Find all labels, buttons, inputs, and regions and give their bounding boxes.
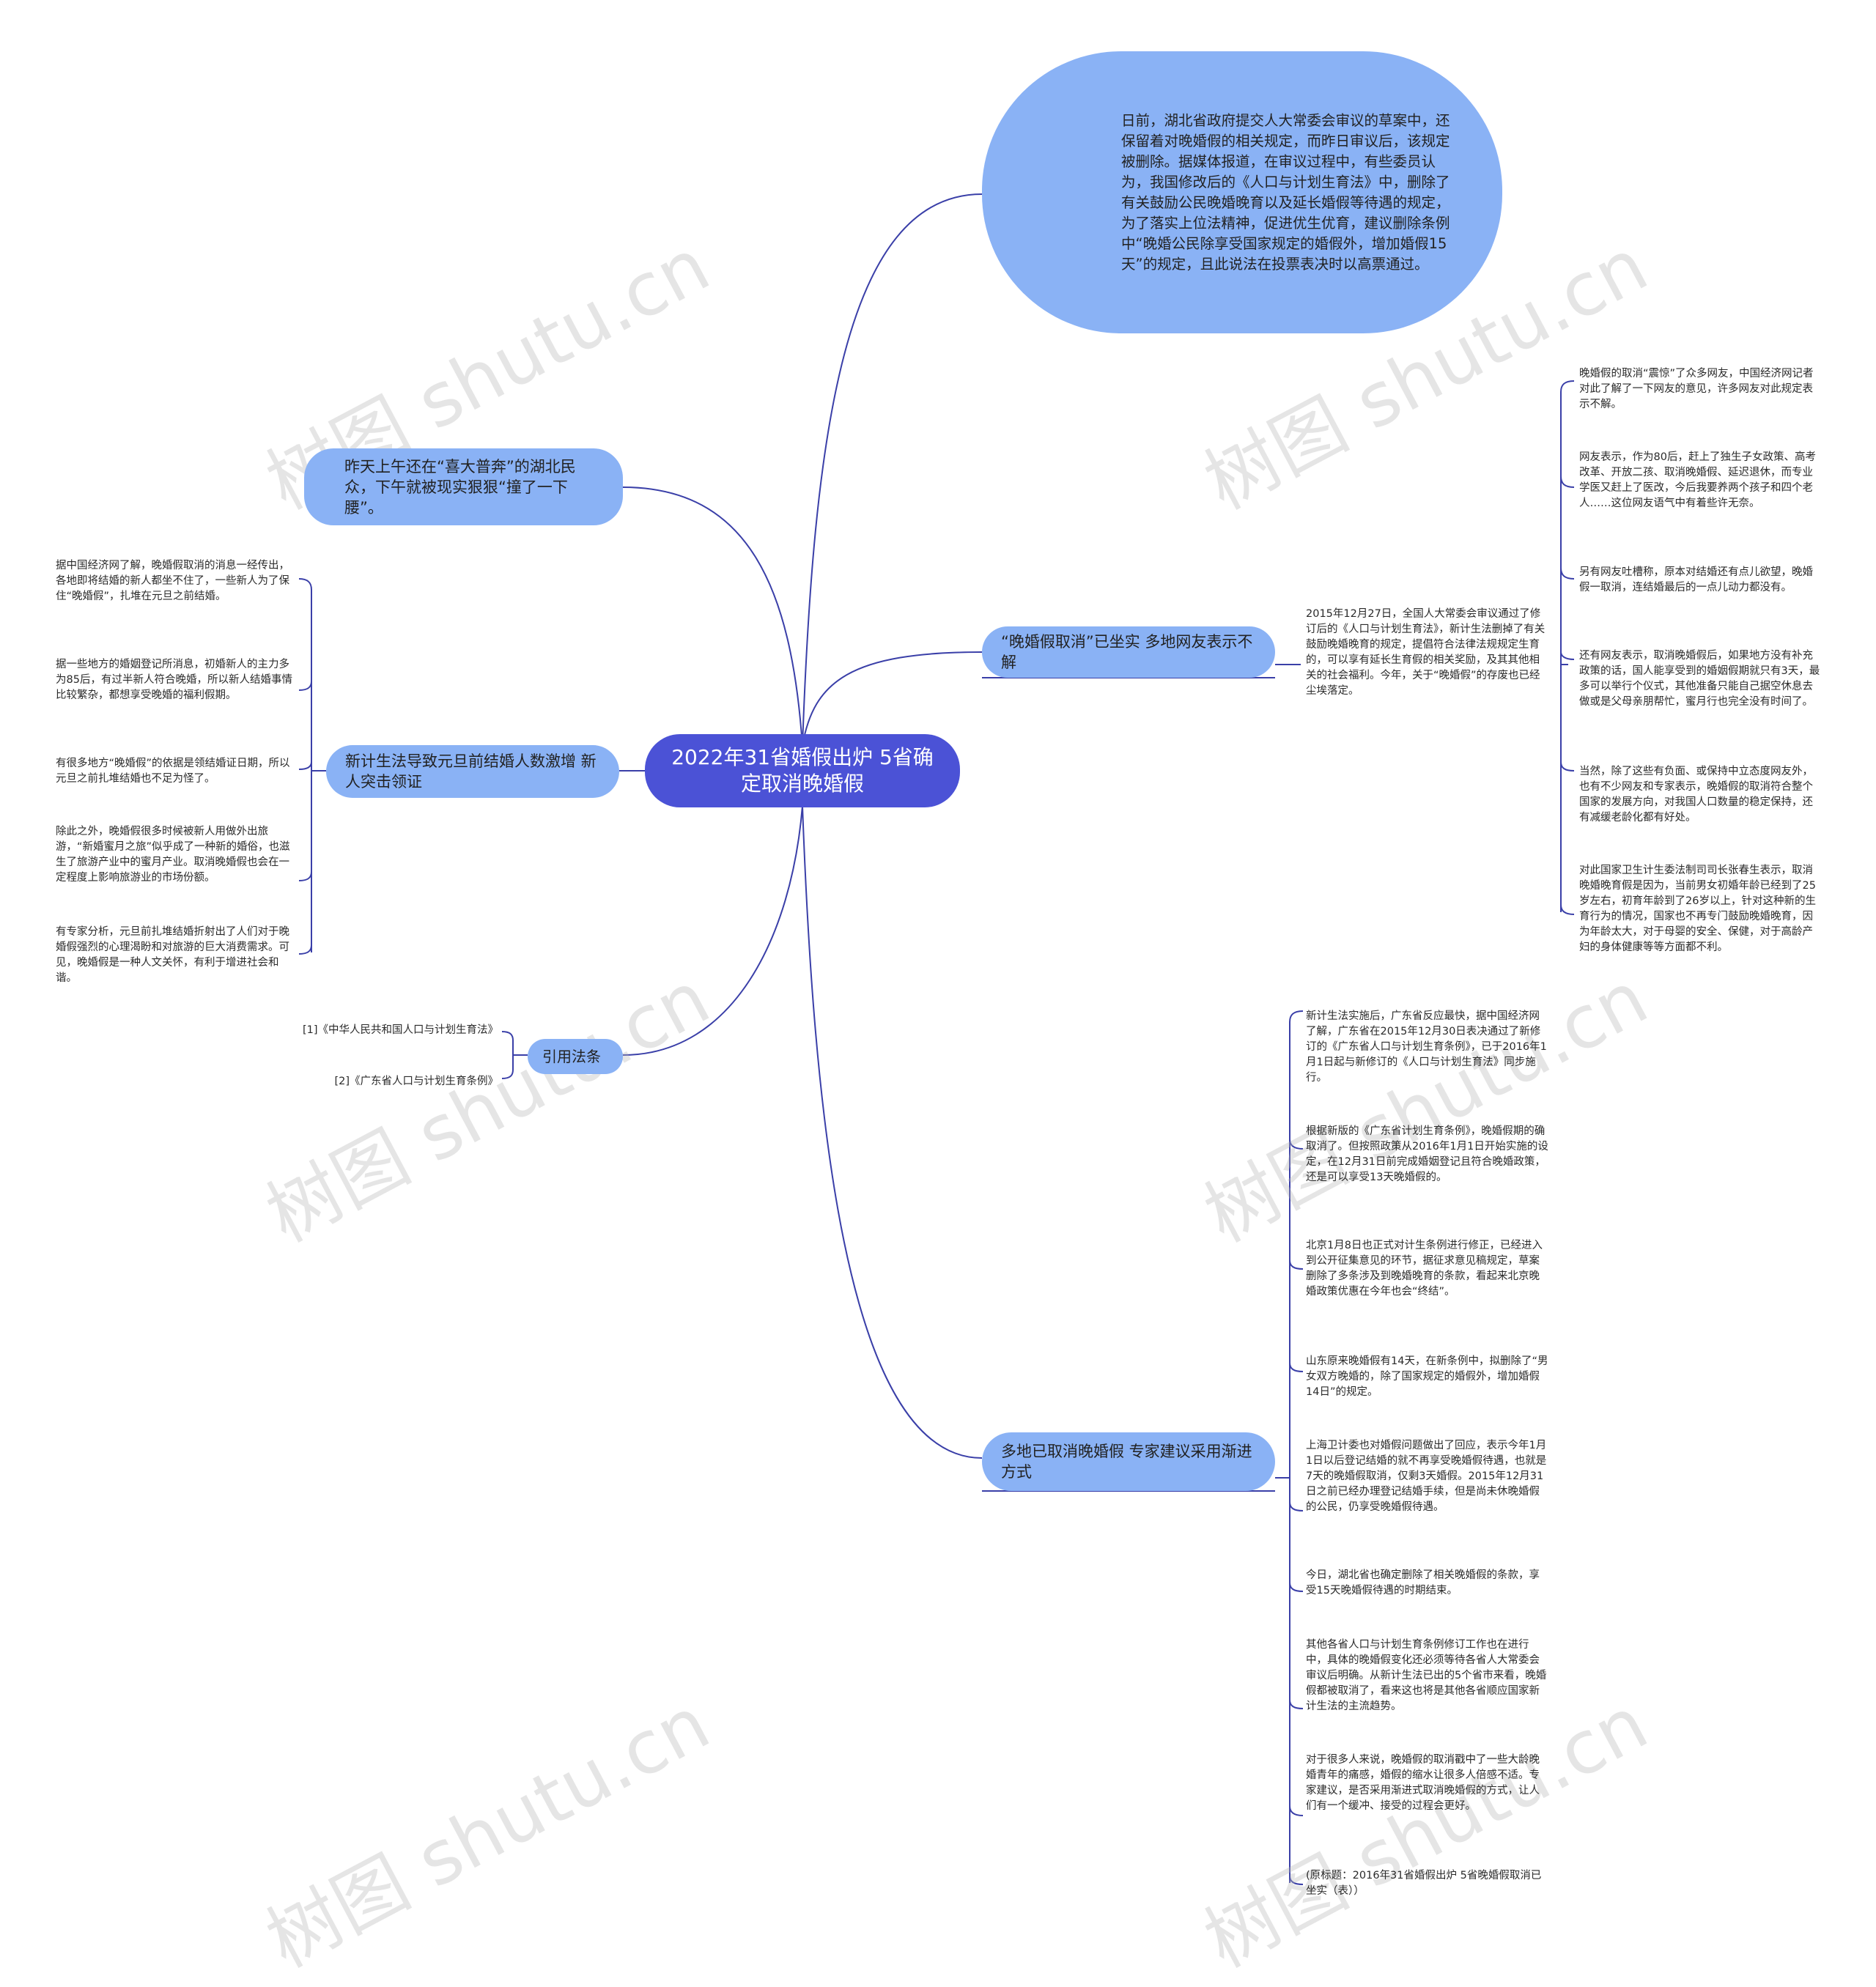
bracket-netizens xyxy=(1560,380,1575,915)
netizens-label: “晚婚假取消”已坐实 多地网友表示不解 xyxy=(1001,633,1253,671)
root-node[interactable]: 2022年31省婚假出炉 5省确定取消晚婚假 xyxy=(645,734,960,807)
link-root-hubei xyxy=(622,486,803,747)
list-item: [1]《中华人民共和国人口与计划生育法》 xyxy=(302,1024,498,1036)
netizens-intro: 2015年12月27日，全国人大常委会审议通过了修订后的《人口与计划生育法》，新… xyxy=(1306,608,1546,697)
list-item: 晚婚假的取消“震惊”了众多网友，中国经济网记者对此了解了一下网友的意见，许多网友… xyxy=(1579,368,1814,410)
list-item: 北京1月8日也正式对计生条例进行修正，已经进入到公开征集意见的环节，据征求意见稿… xyxy=(1306,1240,1543,1298)
list-item: 今日，湖北省也确定删除了相关晚婚假的条款，享受15天晚婚假待遇的时期结束。 xyxy=(1306,1569,1540,1596)
bracket-provinces xyxy=(1275,1010,1304,1885)
link-root-top xyxy=(802,193,983,747)
node-top-summary[interactable]: 日前，湖北省政府提交人大常委会审议的草案中，还保留着对晚婚假的相关规定，而昨日审… xyxy=(982,51,1502,333)
list-item: 有很多地方“晚婚假”的依据是领结婚证日期，所以元旦之前扎堆结婚也不足为怪了。 xyxy=(56,758,290,785)
link-root-provinces xyxy=(802,805,983,1459)
list-item: 据一些地方的婚姻登记所消息，初婚新人的主力多为85后，有过半新人符合晚婚，所以新… xyxy=(56,659,292,701)
list-item: 网友表示，作为80后，赶上了独生子女政策、高考改革、开放二孩、取消晚婚假、延迟退… xyxy=(1579,451,1816,509)
newlaw-label: 新计生法导致元旦前结婚人数激增 新人突击领证 xyxy=(345,752,597,791)
bracket-laws xyxy=(501,1031,528,1079)
provinces-label: 多地已取消晚婚假 专家建议采用渐进方式 xyxy=(1001,1443,1252,1481)
root-label: 2022年31省婚假出炉 5省确定取消晚婚假 xyxy=(671,745,934,796)
list-item: 还有网友表示，取消晚婚假后，如果地方没有补充政策的话，国人能享受到的婚姻假期就只… xyxy=(1579,650,1820,708)
list-item: 山东原来晚婚假有14天，在新条例中，拟删除了“男女双方晚婚的，除了国家规定的婚假… xyxy=(1306,1355,1548,1398)
bracket-newlaw xyxy=(298,578,326,955)
list-item: 据中国经济网了解，晚婚假取消的消息一经传出，各地即将结婚的新人都坐不住了，一些新… xyxy=(56,560,289,602)
node-provinces[interactable]: 多地已取消晚婚假 专家建议采用渐进方式 xyxy=(982,1432,1275,1491)
list-item: 除此之外，晚婚假很多时候被新人用做外出旅游，“新婚蜜月之旅”似乎成了一种新的婚俗… xyxy=(56,826,290,884)
laws-label: 引用法条 xyxy=(542,1048,601,1065)
top-summary-text: 日前，湖北省政府提交人大常委会审议的草案中，还保留着对晚婚假的相关规定，而昨日审… xyxy=(1121,111,1450,273)
node-netizens[interactable]: “晚婚假取消”已坐实 多地网友表示不解 xyxy=(982,626,1275,678)
list-item: 新计生法实施后，广东省反应最快，据中国经济网了解，广东省在2015年12月30日… xyxy=(1306,1010,1547,1084)
list-item: 上海卫计委也对婚假问题做出了回应，表示今年1月1日以后登记结婚的就不再享受晚婚假… xyxy=(1306,1440,1547,1513)
node-newlaw[interactable]: 新计生法导致元旦前结婚人数激增 新人突击领证 xyxy=(326,745,619,798)
list-item: 对此国家卫生计生委法制司司长张春生表示，取消晚婚晚育假是因为，当前男女初婚年龄已… xyxy=(1579,865,1816,953)
link-root-netizens xyxy=(802,651,983,747)
list-item: (原标题：2016年31省婚假出炉 5省晚婚假取消已坐实（表）） xyxy=(1306,1870,1542,1897)
list-item: 另有网友吐槽称，原本对结婚还有点儿欲望，晚婚假一取消，连结婚最后的一点儿动力都没… xyxy=(1579,566,1813,593)
hubei-label: 昨天上午还在“喜大普奔”的湖北民众，下午就被现实狠狠“撞了一下腰”。 xyxy=(344,457,576,517)
link-root-laws xyxy=(622,805,803,1056)
list-item: 对于很多人来说，晚婚假的取消戳中了一些大龄晚婚青年的痛感，婚假的缩水让很多人倍感… xyxy=(1306,1754,1540,1812)
list-item: 有专家分析，元旦前扎堆结婚折射出了人们对于晚婚假强烈的心理渴盼和对旅游的巨大消费… xyxy=(56,926,289,984)
list-item: 其他各省人口与计划生育条例修订工作也在进行中，具体的晚婚假变化还必须等待各省人大… xyxy=(1306,1639,1547,1712)
list-item: 当然，除了这些有负面、或保持中立态度网友外，也有不少网友和专家表示，晚婚假的取消… xyxy=(1579,766,1813,824)
node-hubei[interactable]: 昨天上午还在“喜大普奔”的湖北民众，下午就被现实狠狠“撞了一下腰”。 xyxy=(304,448,623,525)
node-laws[interactable]: 引用法条 xyxy=(528,1039,623,1074)
list-item: 根据新版的《广东省计划生育条例》，晚婚假期的确取消了。但按照政策从2016年1月… xyxy=(1306,1125,1548,1183)
list-item: [2]《广东省人口与计划生育条例》 xyxy=(334,1076,498,1087)
